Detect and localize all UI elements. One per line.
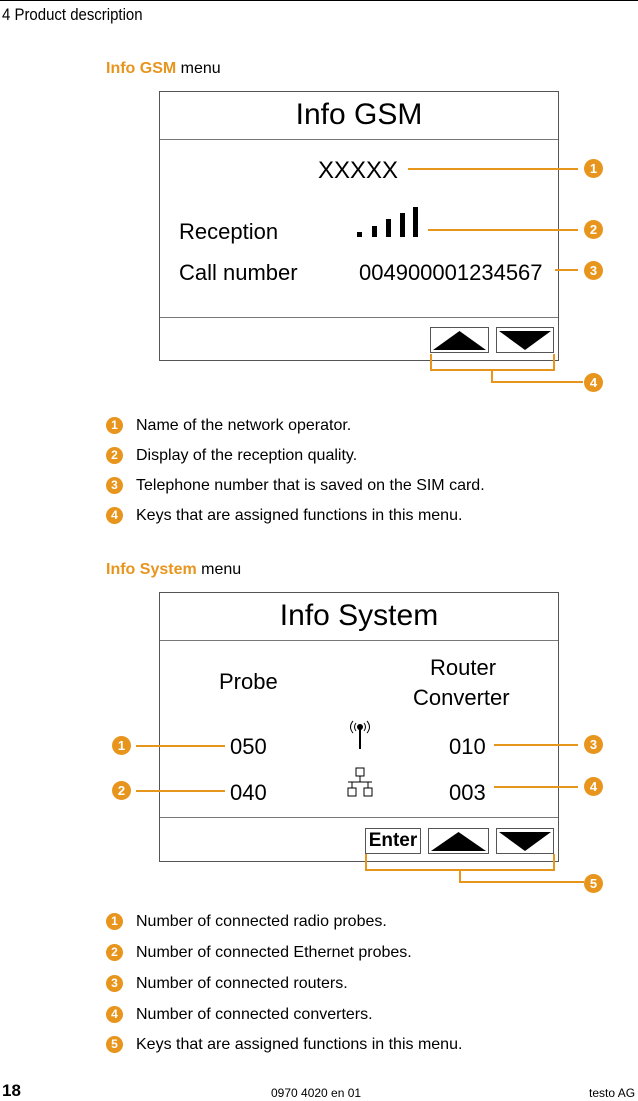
ethernet-network-icon — [347, 767, 373, 797]
gsm-section-name: Info GSM — [106, 60, 177, 77]
gsm-screen-title: Info GSM — [295, 98, 423, 131]
system-callout-badge-4: 4 — [584, 777, 603, 796]
header-rule — [0, 0, 638, 1]
gsm-legend-badge-3: 3 — [106, 477, 123, 494]
router-column-header: Router — [430, 655, 497, 680]
radio-probe-count: 050 — [230, 734, 267, 759]
system-callout-badge-3: 3 — [584, 735, 603, 754]
page-number: 18 — [2, 1081, 21, 1100]
system-screen-title: Info System — [279, 599, 439, 632]
system-legend-text-4: Number of connected converters. — [136, 1006, 373, 1023]
system-callout-line-4 — [494, 786, 578, 788]
converter-column-header: Converter — [413, 685, 510, 710]
callout-badge-2: 2 — [584, 220, 603, 239]
callout-badge-3: 3 — [584, 261, 603, 280]
arrow-up-icon — [433, 331, 486, 350]
gsm-title-divider — [160, 139, 558, 140]
gsm-legend-text-2: Display of the reception quality. — [136, 447, 358, 464]
system-legend-badge-1: 1 — [106, 913, 123, 930]
gsm-up-key[interactable] — [430, 327, 489, 353]
callout-bracket-4 — [430, 354, 583, 383]
radio-antenna-icon — [350, 720, 370, 749]
system-footer-divider — [160, 817, 558, 818]
system-callout-badge-5: 5 — [584, 874, 603, 893]
system-legend-text-1: Number of connected radio probes. — [136, 913, 387, 930]
system-legend-text-5: Keys that are assigned functions in this… — [136, 1036, 463, 1053]
system-legend-badge-3: 3 — [106, 975, 123, 992]
gsm-legend-badge-2: 2 — [106, 447, 123, 464]
enter-key[interactable]: Enter — [365, 828, 421, 854]
system-section-name: Info System — [106, 561, 197, 578]
callout-badge-1: 1 — [584, 159, 603, 178]
gsm-legend-text-3: Telephone number that is saved on the SI… — [136, 477, 485, 494]
arrow-up-icon — [431, 832, 486, 851]
document-id: 0970 4020 en 01 — [271, 1086, 362, 1100]
arrow-down-icon — [499, 832, 551, 851]
system-legend-text-3: Number of connected routers. — [136, 975, 348, 992]
system-section-suffix: menu — [196, 561, 242, 578]
system-legend-badge-4: 4 — [106, 1006, 123, 1023]
system-legend-badge-5: 5 — [106, 1036, 123, 1053]
reception-label: Reception — [179, 219, 279, 244]
system-screen: Info System Probe Router Converter 050 0… — [159, 592, 559, 862]
system-callout-line-1 — [136, 745, 225, 747]
gsm-screen: Info GSM XXXXX Reception Call number 004… — [159, 91, 559, 361]
gsm-legend-badge-4: 4 — [106, 507, 123, 524]
chapter-header: 4 Product description — [2, 5, 143, 24]
brand-name: testo AG — [589, 1086, 636, 1100]
probe-column-header: Probe — [219, 669, 278, 694]
system-callout-line-2 — [136, 790, 225, 792]
gsm-legend-text-1: Name of the network operator. — [136, 417, 352, 434]
converter-count: 003 — [449, 780, 486, 805]
system-legend-badge-2: 2 — [106, 944, 123, 961]
system-section-title: Info System menu — [106, 561, 241, 579]
gsm-section-title: Info GSM menu — [106, 60, 221, 78]
system-callout-badge-1: 1 — [112, 736, 131, 755]
arrow-down-icon — [499, 331, 551, 350]
operator-name: XXXXX — [318, 157, 399, 184]
callout-line-1 — [408, 168, 578, 170]
gsm-legend-badge-1: 1 — [106, 417, 123, 434]
callout-line-2 — [428, 229, 578, 231]
ethernet-probe-count: 040 — [230, 780, 267, 805]
system-callout-badge-2: 2 — [112, 781, 131, 800]
gsm-section-suffix: menu — [176, 60, 221, 77]
system-legend-text-2: Number of connected Ethernet probes. — [136, 944, 412, 961]
system-callout-bracket-5 — [365, 854, 584, 883]
system-title-divider — [160, 640, 558, 641]
call-number-label: Call number — [179, 260, 298, 285]
callout-badge-4: 4 — [584, 373, 603, 392]
callout-line-3 — [555, 269, 578, 271]
router-count: 010 — [449, 734, 486, 759]
system-up-key[interactable] — [428, 828, 489, 854]
gsm-legend-text-4: Keys that are assigned functions in this… — [136, 507, 463, 524]
gsm-down-key[interactable] — [496, 327, 554, 353]
gsm-footer-divider — [160, 317, 558, 318]
system-down-key[interactable] — [496, 828, 554, 854]
system-callout-line-3 — [494, 744, 578, 746]
call-number-value: 004900001234567 — [359, 260, 543, 285]
signal-bars-icon — [357, 207, 418, 237]
